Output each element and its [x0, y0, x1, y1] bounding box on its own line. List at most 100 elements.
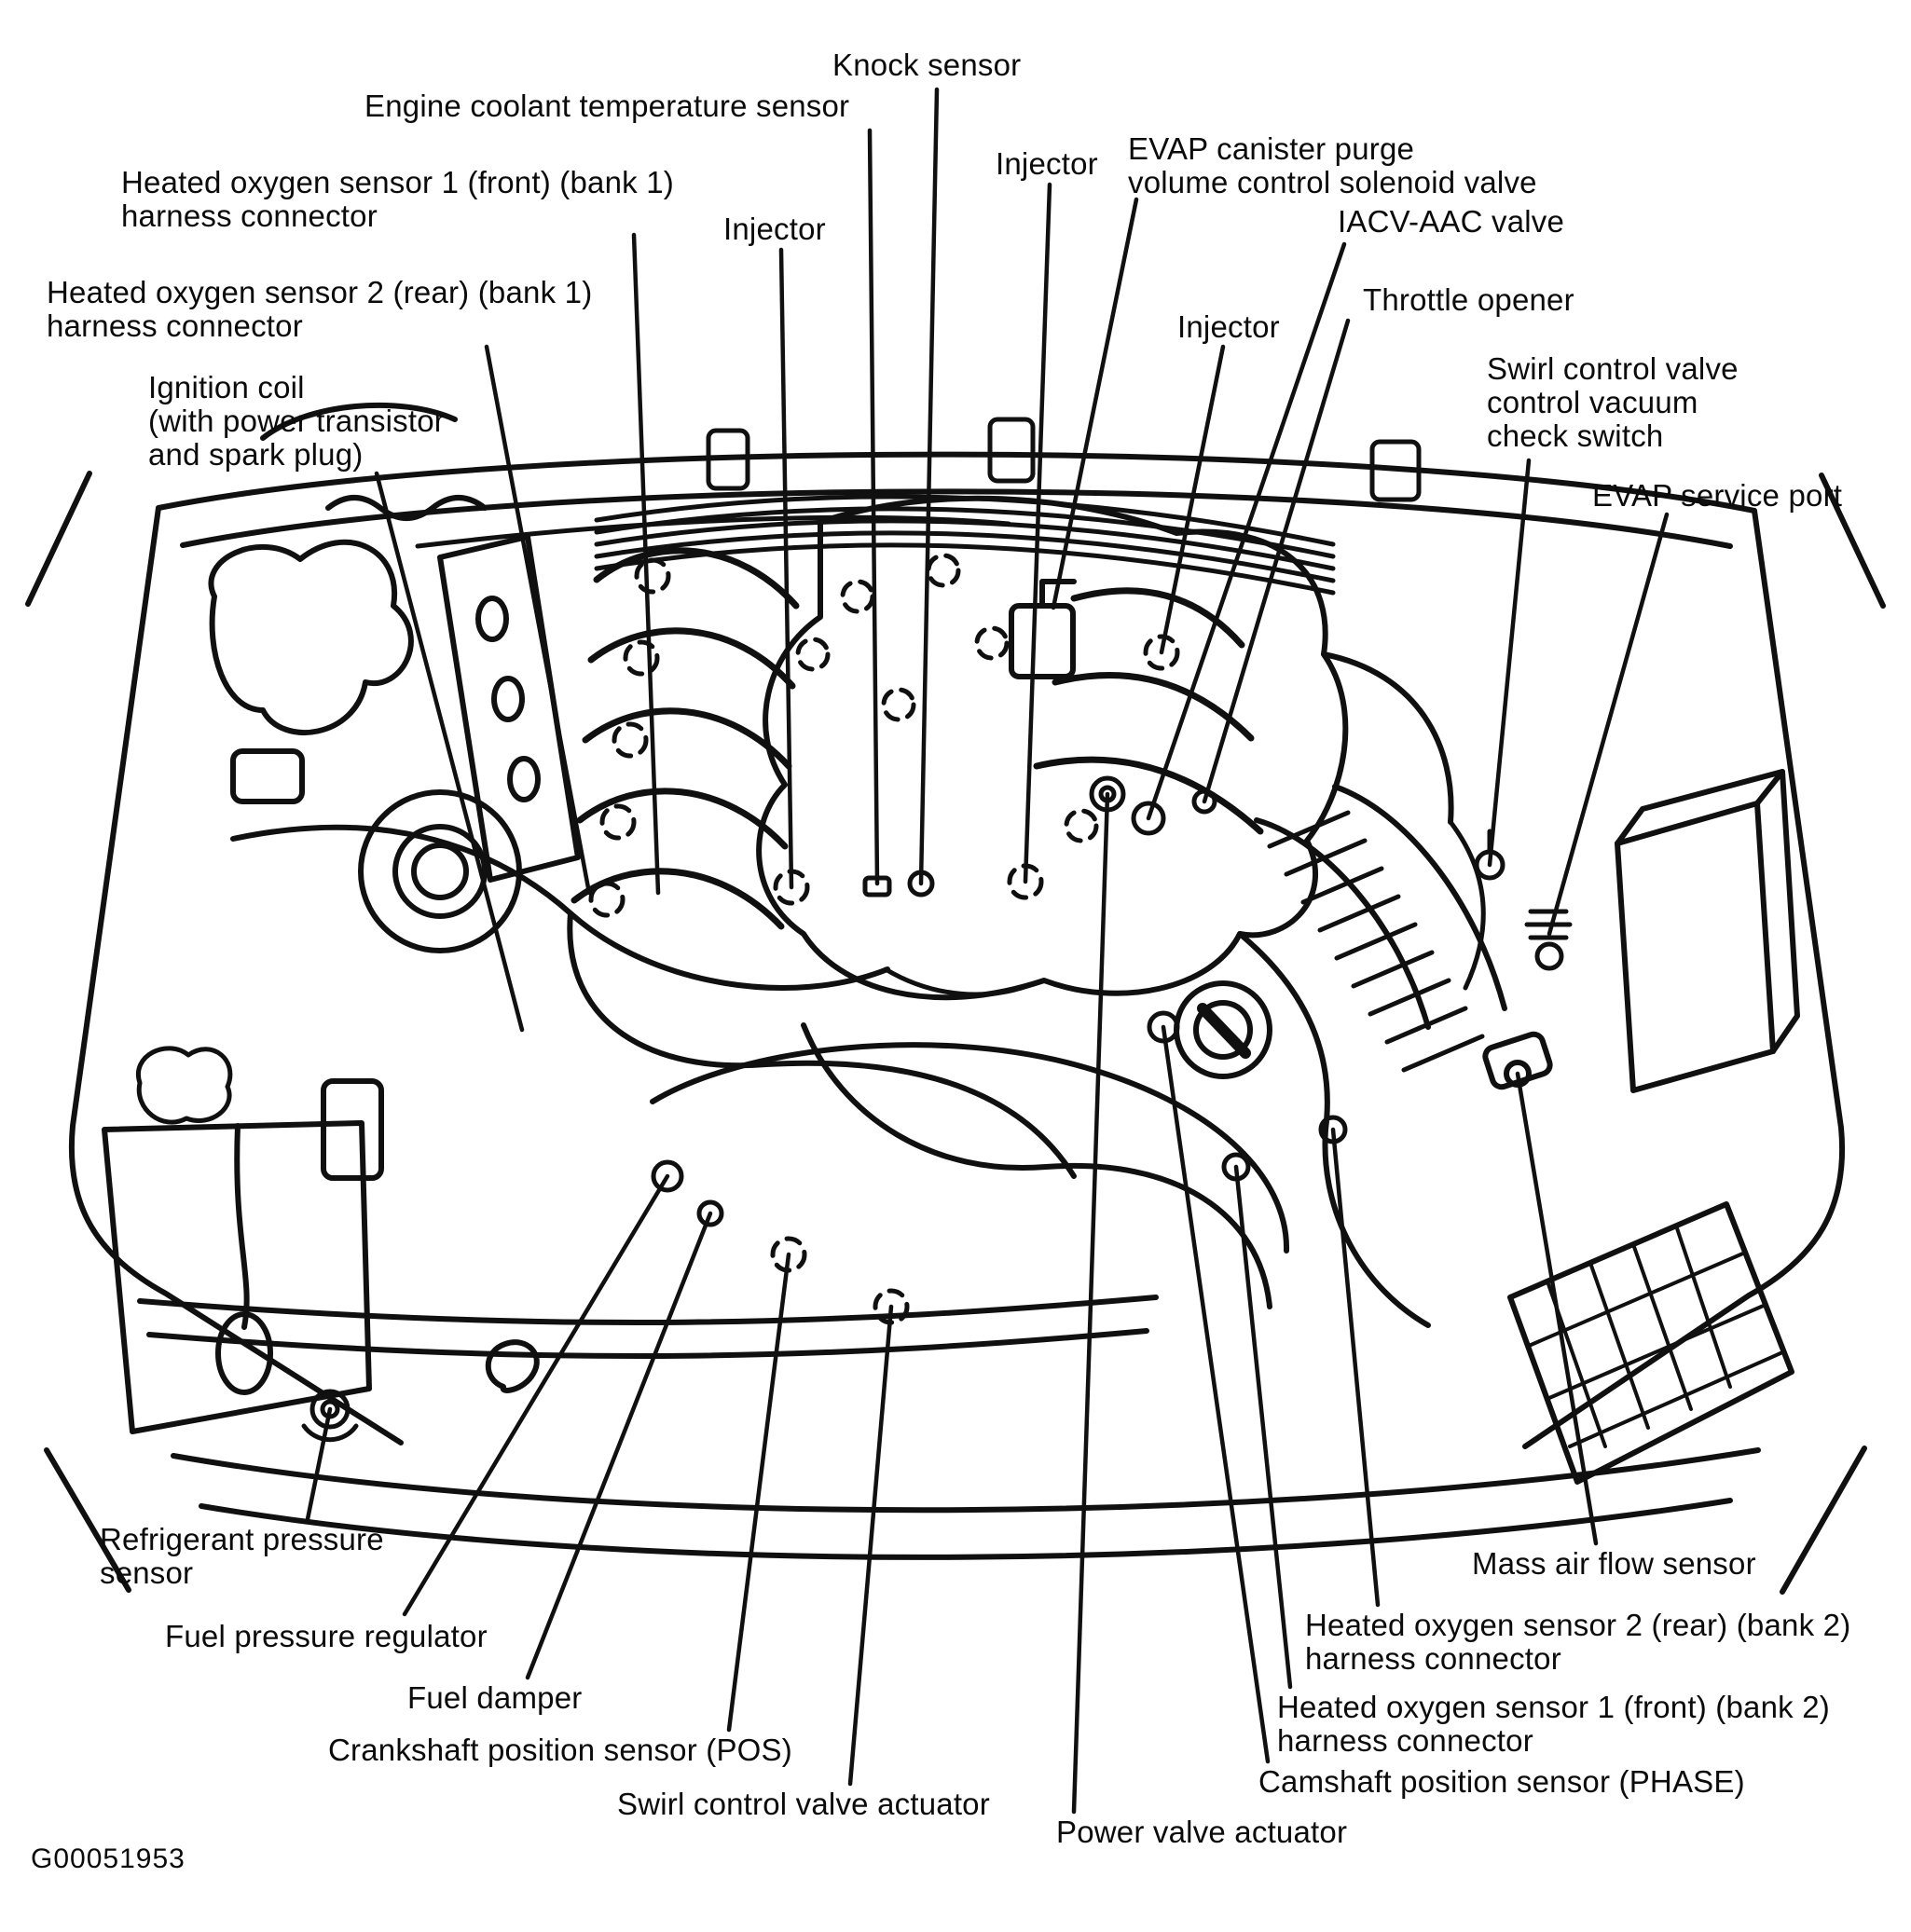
hoses [137, 514, 1486, 1360]
label-line: Fuel damper [407, 1680, 583, 1715]
label-line: Refrigerant pressure [100, 1522, 384, 1556]
leader-injector-3 [1159, 344, 1226, 655]
leader-fuel-pressure-regulator [402, 1173, 670, 1617]
leader-evap-service-port [1547, 512, 1670, 937]
leader-injector-1 [778, 247, 794, 890]
label-engine-coolant-temperature-sensor: Engine coolant temperature sensor [364, 89, 849, 123]
label-line: Injector [996, 146, 1098, 181]
label-heated-oxygen-sensor-2-rear-bank-2: Heated oxygen sensor 2 (rear) (bank 2)ha… [1305, 1609, 1850, 1676]
label-injector-3: Injector [1177, 310, 1280, 344]
leader-mass-air-flow-sensor [1515, 1071, 1599, 1546]
label-injector-1: Injector [723, 212, 826, 246]
label-line: sensor [100, 1555, 194, 1590]
leader-knock-sensor [918, 87, 940, 886]
intake-plenum [756, 495, 1349, 1001]
leader-swirl-control-valve-actuator [847, 1304, 894, 1787]
label-power-valve-actuator: Power valve actuator [1056, 1816, 1347, 1849]
refrigerant-sensor-part [309, 1389, 351, 1430]
label-line: EVAP canister purge [1128, 131, 1415, 166]
label-swirl-control-valve-actuator: Swirl control valve actuator [617, 1788, 990, 1821]
label-line: (with power transistor [148, 404, 445, 438]
dashed-markers [588, 553, 1180, 1325]
label-line: check switch [1487, 418, 1664, 453]
leader-power-valve-actuator [1071, 791, 1110, 1815]
label-line: harness connector [1305, 1641, 1561, 1676]
label-line: harness connector [121, 199, 378, 233]
label-line: Camshaft position sensor (PHASE) [1258, 1764, 1745, 1799]
label-crankshaft-position-sensor-pos: Crankshaft position sensor (POS) [328, 1733, 792, 1767]
fuel-rail-lines [594, 417, 1422, 596]
intake-runners-left [571, 547, 800, 930]
leader-ignition-coil [374, 471, 525, 1033]
battery [102, 1046, 384, 1434]
label-line: Injector [1177, 309, 1280, 344]
label-line: Heated oxygen sensor 1 (front) (bank 1) [121, 165, 674, 199]
label-heated-oxygen-sensor-1-front-bank-1: Heated oxygen sensor 1 (front) (bank 1)h… [121, 166, 674, 233]
fpr-part [651, 1159, 684, 1193]
label-line: Heated oxygen sensor 2 (rear) (bank 2) [1305, 1608, 1851, 1642]
s-hook [485, 1339, 540, 1393]
label-line: Ignition coil [148, 370, 305, 404]
label-line: Fuel pressure regulator [165, 1619, 488, 1653]
label-camshaft-position-sensor-phase: Camshaft position sensor (PHASE) [1258, 1765, 1745, 1799]
label-line: and spark plug) [148, 437, 364, 472]
label-line: Power valve actuator [1056, 1815, 1348, 1849]
ignition-coil-rail [437, 534, 581, 883]
label-line: harness connector [47, 308, 303, 343]
leader-camshaft-position-sensor-phase [1161, 1024, 1271, 1764]
label-line: Mass air flow sensor [1472, 1546, 1756, 1581]
label-line: Swirl control valve [1487, 351, 1739, 386]
leader-swirl-control-valve-control-vacuum-check-switch [1487, 458, 1532, 868]
label-heated-oxygen-sensor-1-front-bank-2: Heated oxygen sensor 1 (front) (bank 2)h… [1277, 1691, 1830, 1758]
leader-injector-2 [1023, 182, 1052, 884]
label-line: Injector [723, 212, 826, 246]
label-line: Crankshaft position sensor (POS) [328, 1733, 792, 1767]
leader-iacv-aac-valve [1146, 241, 1347, 821]
throttle-opener-part [1191, 788, 1217, 815]
leader-throttle-opener [1202, 318, 1351, 804]
label-heated-oxygen-sensor-2-rear-bank-1: Heated oxygen sensor 2 (rear) (bank 1)ha… [47, 276, 592, 343]
hatched-tray [1507, 1201, 1794, 1485]
label-fuel-damper: Fuel damper [407, 1681, 582, 1715]
iacv-part [1131, 801, 1166, 836]
throttle-body [1174, 980, 1272, 1079]
evap-purge-solenoid-part [1009, 579, 1077, 679]
label-line: EVAP service port [1592, 478, 1843, 513]
figure-code: G00051953 [31, 1843, 186, 1874]
label-line: Knock sensor [832, 48, 1022, 82]
leader-evap-canister-purge-volume-control-solenoid-valve [1051, 197, 1139, 610]
label-line: Heated oxygen sensor 1 (front) (bank 2) [1277, 1690, 1830, 1724]
label-fuel-pressure-regulator: Fuel pressure regulator [165, 1620, 488, 1653]
leader-engine-coolant-temperature-sensor [867, 128, 880, 886]
label-line: Swirl control valve actuator [617, 1787, 990, 1821]
leader-lines [305, 87, 1670, 1815]
leader-heated-oxygen-sensor-1-front-bank-1 [631, 232, 661, 896]
label-line: Throttle opener [1363, 282, 1574, 317]
leader-heated-oxygen-sensor-1-front-bank-2 [1233, 1164, 1293, 1690]
label-line: Heated oxygen sensor 2 (rear) (bank 1) [47, 275, 593, 309]
label-mass-air-flow-sensor: Mass air flow sensor [1472, 1547, 1756, 1581]
label-line: IACV-AAC valve [1338, 204, 1565, 239]
label-evap-service-port: EVAP service port [1592, 479, 1842, 513]
label-knock-sensor: Knock sensor [832, 48, 1021, 82]
leader-heated-oxygen-sensor-2-rear-bank-1 [484, 344, 592, 896]
evap-service-port-part [1524, 909, 1573, 971]
left-accessories [208, 539, 540, 1393]
label-iacv-aac-valve: IACV-AAC valve [1338, 205, 1564, 239]
intake-duct [1254, 784, 1507, 1073]
label-line: control vacuum [1487, 385, 1698, 419]
wiper-arm [260, 402, 458, 441]
label-line: Engine coolant temperature sensor [364, 89, 850, 123]
leader-fuel-damper [525, 1211, 713, 1680]
relay-box [1615, 769, 1800, 1093]
leader-heated-oxygen-sensor-2-rear-bank-2 [1330, 1127, 1381, 1608]
hood-outline [25, 402, 1886, 1595]
fuel-damper-part [696, 1199, 724, 1227]
label-injector-2: Injector [996, 147, 1098, 181]
label-line: volume control solenoid valve [1128, 165, 1537, 199]
